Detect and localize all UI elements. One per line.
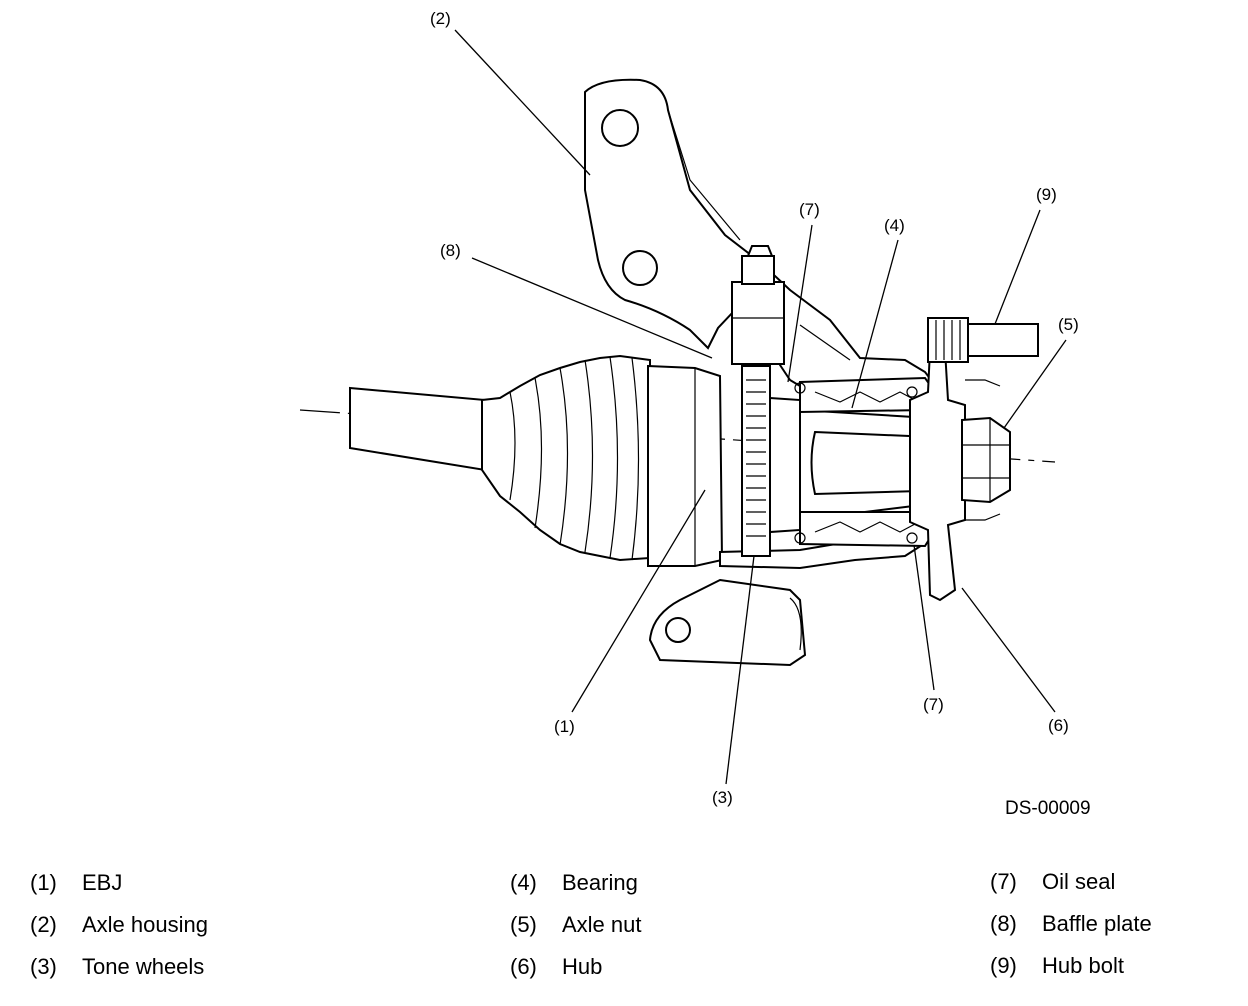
bearing-upper [794,376,937,414]
legend-num: (4) [510,870,537,895]
legend-num: (5) [510,912,537,937]
legend-item-2: (2) Axle housing [30,912,208,938]
callout-2: (2) [430,9,451,28]
legend-label: Axle housing [82,912,208,937]
leader-4 [851,239,899,409]
callout-3: (3) [712,788,733,807]
leader-7-top [787,224,813,383]
callout-6: (6) [1048,716,1069,735]
callout-7-top: (7) [799,200,820,219]
hub [909,349,1001,602]
sensor-bolt [731,245,785,365]
legend-label: Axle nut [562,912,642,937]
leader-9 [994,209,1041,325]
axle-nut [961,416,1011,504]
legend-item-8: (8) Baffle plate [990,911,1152,937]
legend-num: (1) [30,870,57,895]
legend-label: Bearing [562,870,638,895]
legend-num: (9) [990,953,1017,978]
tone-wheel [741,365,771,557]
legend-label: Hub [562,954,603,979]
legend-item-5: (5) Axle nut [510,912,642,938]
legend-item-7: (7) Oil seal [990,869,1115,895]
leader-2 [454,29,591,176]
legend-item-6: (6) Hub [510,954,602,980]
callout-7-bottom: (7) [923,695,944,714]
callout-4: (4) [884,216,905,235]
callout-1: (1) [554,717,575,736]
hub-bolt [927,317,1039,363]
leader-lines [454,29,1067,785]
leader-8 [471,257,713,359]
drive-shaft [349,386,486,472]
leader-1 [571,489,706,713]
callout-9: (9) [1036,185,1057,204]
legend-label: Tone wheels [82,954,205,979]
legend-num: (8) [990,911,1017,936]
leader-5 [1003,339,1067,429]
legend-item-9: (9) Hub bolt [990,953,1124,979]
ebj-boot [481,354,651,562]
legend-label: Hub bolt [1042,953,1124,978]
legend-label: EBJ [82,870,123,895]
leader-7-bottom [913,544,935,691]
leader-6 [961,587,1056,713]
legend-num: (2) [30,912,57,937]
callout-5: (5) [1058,315,1079,334]
ebj-outer-race [647,364,724,567]
legend-item-4: (4) Bearing [510,870,638,896]
legend-num: (7) [990,869,1017,894]
legend-label: Baffle plate [1042,911,1152,936]
legend-item-1: (1) EBJ [30,870,122,896]
drawing-code: DS-00009 [1005,798,1091,819]
legend-item-3: (3) Tone wheels [30,954,204,980]
legend-num: (3) [30,954,57,979]
leader-3 [725,555,755,785]
callout-8: (8) [440,241,461,260]
legend-label: Oil seal [1042,869,1116,894]
legend-num: (6) [510,954,537,979]
